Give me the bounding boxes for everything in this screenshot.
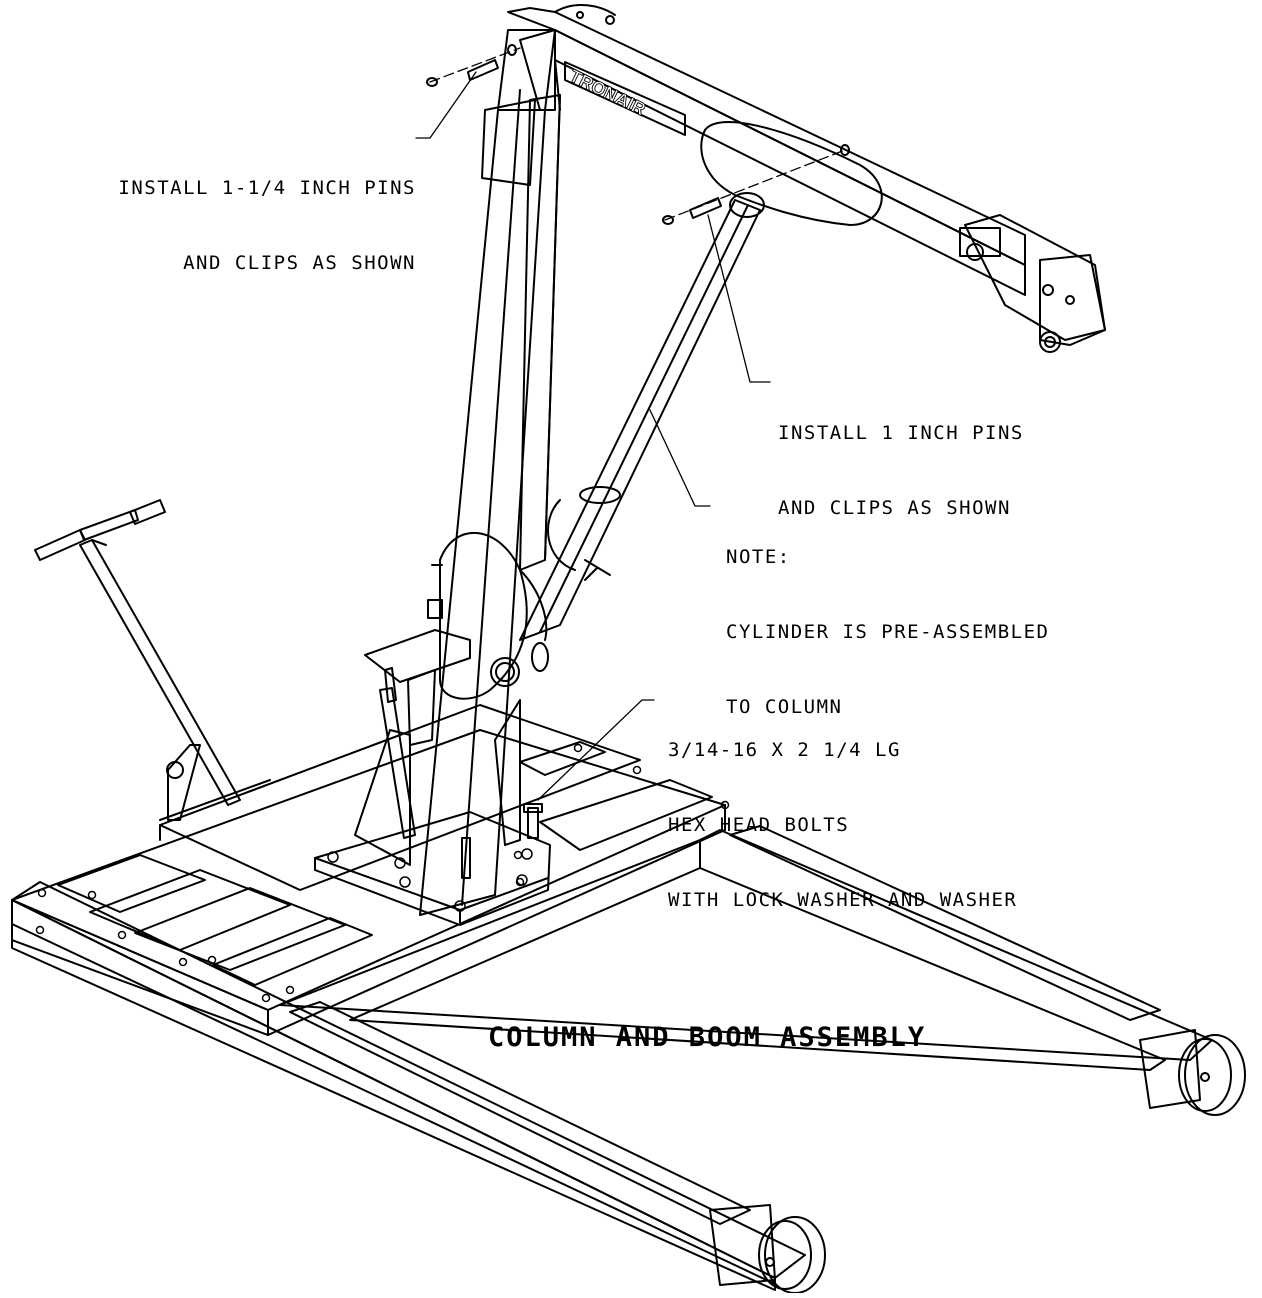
column-base [314,667,551,926]
drawing-title: COLUMN AND BOOM ASSEMBLY [488,1022,927,1053]
boom [507,4,1106,353]
base-frame [11,704,1246,1294]
callout-hex-bolts: 3/14-16 X 2 1/4 LG HEX HEAD BOLTS WITH L… [668,739,1018,911]
callout-pins-large: INSTALL 1-1/4 INCH PINS AND CLIPS AS SHO… [118,177,416,274]
boom-pins [426,44,850,225]
hydraulic-cylinder [519,192,765,641]
callout-cylinder-note: NOTE: CYLINDER IS PRE-ASSEMBLED TO COLUM… [726,546,1050,718]
callout-pins-small: INSTALL 1 INCH PINS AND CLIPS AS SHOWN [778,422,1024,519]
pump-handle [34,499,271,821]
rear-wheel [1139,1029,1246,1116]
leader-lines [415,71,771,801]
